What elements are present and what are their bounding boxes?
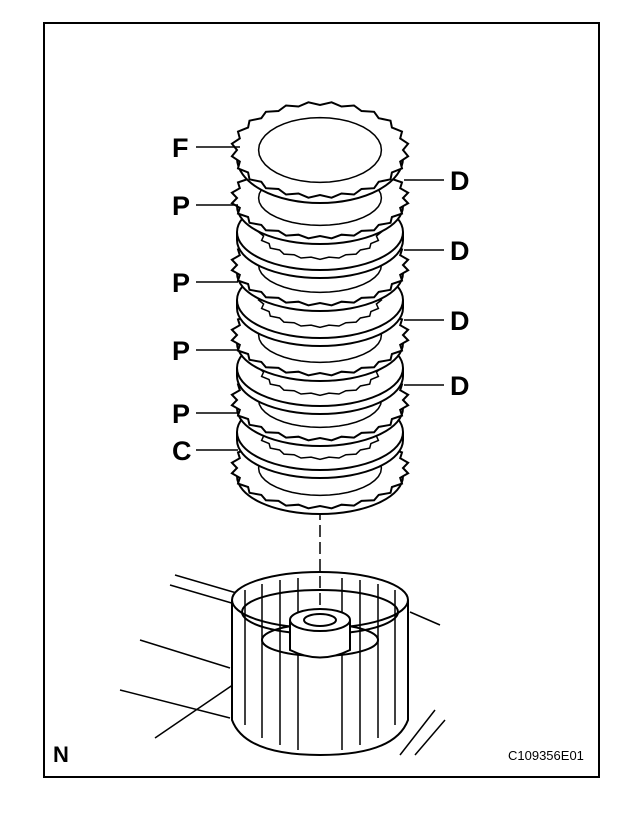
callout-d3: D — [450, 306, 470, 336]
view-letter: N — [53, 742, 69, 767]
callout-d4: D — [450, 371, 470, 401]
clutch-drum — [119, 571, 446, 757]
callout-d1: D — [450, 166, 470, 196]
callout-d2: D — [450, 236, 470, 266]
clutch-plate-stack — [230, 101, 410, 515]
callout-p1: P — [172, 191, 190, 221]
callout-f: F — [172, 133, 189, 163]
callout-p2: P — [172, 268, 190, 298]
flange-f — [230, 101, 410, 204]
callout-p3: P — [172, 336, 190, 366]
callout-p4: P — [172, 399, 190, 429]
figure-code: C109356E01 — [508, 748, 584, 763]
callout-c: C — [172, 436, 192, 466]
leader-lines — [196, 146, 444, 451]
